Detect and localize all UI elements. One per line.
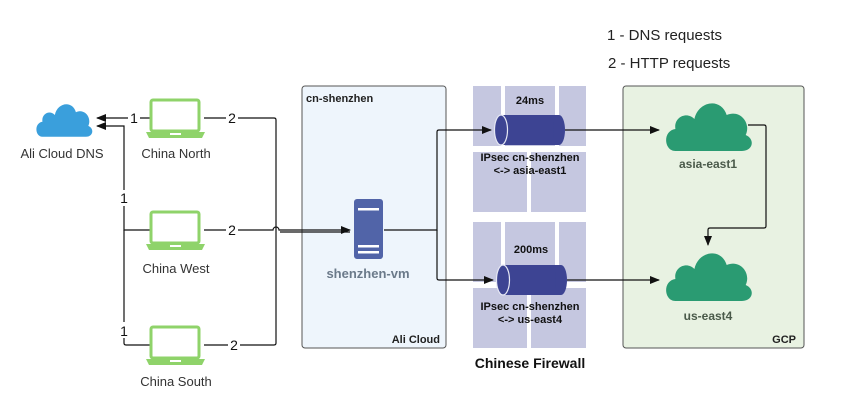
legend-http: 2 - HTTP requests [608, 55, 730, 72]
tunnel-name-line2: <-> us-east4 [498, 314, 563, 326]
firewall-wall-bottom [473, 222, 586, 348]
tunnel-icon [493, 114, 565, 146]
client-label: China South [140, 374, 212, 389]
client-label: China West [143, 261, 210, 276]
edge-vm-asia-tunnel [384, 126, 492, 231]
edge-vm-us-tunnel [436, 230, 494, 284]
shenzhen-vm-node[interactable]: shenzhen-vm [326, 199, 410, 281]
tunnel-icon [495, 264, 567, 296]
client-label: China North [141, 146, 210, 161]
ali-provider-label: Ali Cloud [392, 334, 440, 346]
brick [473, 222, 501, 282]
laptop-icon [144, 325, 207, 367]
edge-label-south-dns: 1 [120, 323, 128, 339]
firewall-label: Chinese Firewall [475, 355, 585, 371]
edge-asia-us [704, 124, 767, 246]
region-us-east4[interactable]: us-east4 [666, 253, 752, 323]
tunnel-name-line1: IPsec cn-shenzhen [480, 301, 579, 313]
laptop-icon [144, 98, 207, 140]
ali-region-label: cn-shenzhen [306, 93, 374, 105]
edge-label-south-http: 2 [230, 337, 238, 353]
client-china-south[interactable]: China South [140, 325, 212, 389]
gcp-provider-label: GCP [772, 334, 796, 346]
edge-label-west-dns: 1 [120, 190, 128, 206]
tunnel-latency: 200ms [514, 244, 548, 256]
region-asia-east1[interactable]: asia-east1 [666, 103, 752, 171]
laptop-icon [144, 210, 207, 252]
edge-south-dns [123, 230, 150, 346]
edge-north-http [204, 117, 277, 346]
region-label: asia-east1 [679, 157, 737, 171]
tunnel-asia[interactable]: 24ms IPsec cn-shenzhen <-> asia-east1 [480, 95, 579, 177]
gcp-group [622, 85, 805, 349]
ali-dns-node[interactable]: Ali Cloud DNS [20, 104, 104, 161]
edge-west-dns [96, 122, 150, 231]
client-china-west[interactable]: China West [143, 210, 210, 276]
edge-label-north-dns: 1 [130, 110, 138, 126]
edge-west-http [204, 226, 351, 234]
tunnel-us[interactable]: 200ms IPsec cn-shenzhen <-> us-east4 [480, 244, 579, 326]
vm-label: shenzhen-vm [326, 266, 409, 281]
firewall-wall-top [473, 86, 586, 212]
cloud-icon [36, 104, 93, 137]
dns-label: Ali Cloud DNS [20, 146, 103, 161]
legend-dns: 1 - DNS requests [607, 27, 722, 44]
tunnel-name-line2: <-> asia-east1 [494, 165, 567, 177]
edge-label-north-http: 2 [228, 110, 236, 126]
brick [531, 288, 586, 348]
brick [473, 152, 527, 212]
brick [473, 288, 527, 348]
brick [531, 152, 586, 212]
client-china-north[interactable]: China North [141, 98, 211, 161]
tunnel-name-line1: IPsec cn-shenzhen [480, 152, 579, 164]
tunnel-latency: 24ms [516, 95, 544, 107]
server-icon [354, 199, 383, 259]
edge-label-west-http: 2 [228, 222, 236, 238]
region-label: us-east4 [684, 309, 733, 323]
